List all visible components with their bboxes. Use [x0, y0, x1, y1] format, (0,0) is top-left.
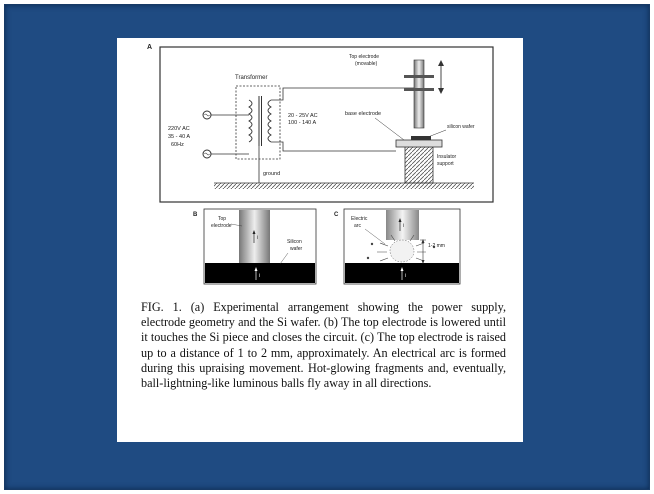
silicon-wafer-label: silicon wafer — [447, 124, 475, 130]
input-voltage-label: 220V AC — [168, 126, 190, 132]
panel-b-letter: B — [193, 212, 198, 218]
figure-caption: FIG. 1. (a) Experimental arrangement sho… — [141, 300, 506, 391]
panel-a-border — [159, 46, 494, 203]
top-electrode-label-2: (movable) — [355, 61, 378, 67]
panel-c-current-lower: i — [405, 273, 406, 279]
panel-b-wafer — [205, 263, 315, 283]
panel-c-top-electrode — [386, 210, 419, 240]
electric-arc — [389, 239, 415, 263]
panel-b-top-electrode — [239, 210, 270, 263]
luminous-ball — [432, 245, 436, 249]
panel-b-silicon-label-2: wafer — [290, 246, 303, 252]
panel-b-top-label-2: electrode — [211, 223, 232, 229]
panel-c-gap-label: 1-2 mm — [428, 243, 445, 249]
top-electrode-label-1: Top electrode — [349, 54, 379, 60]
silicon-wafer — [411, 136, 431, 140]
panel-b-current-upper: i — [257, 235, 258, 241]
output-current-label: 100 - 140 A — [288, 120, 316, 126]
panel-b-silicon-label-1: Silicon — [287, 239, 302, 245]
panel-c-arc-label-1: Electric — [351, 216, 368, 222]
secondary-coil — [267, 99, 272, 143]
panel-a-letter: A — [147, 44, 152, 51]
transformer-box — [235, 85, 281, 160]
electrode-clamp — [404, 75, 434, 78]
luminous-ball — [370, 242, 374, 246]
panel-c-arc-label-2: arc — [354, 223, 361, 229]
ground-hatch — [214, 183, 474, 189]
transformer-label: Transformer — [235, 75, 267, 81]
base-electrode-label: base electrode — [345, 111, 381, 117]
panel-a: A 220V AC 35 - 40 A 60Hz Transformer 20 … — [147, 44, 494, 203]
insulator-support — [404, 146, 434, 184]
luminous-ball — [366, 256, 370, 260]
panel-b-current-lower: i — [259, 273, 260, 279]
insulator-label-1: Insulator — [437, 154, 457, 160]
input-current-label: 35 - 40 A — [168, 134, 190, 140]
panel-b-top-label-1: Top — [218, 216, 226, 222]
input-frequency-label: 60Hz — [171, 142, 184, 148]
base-electrode — [395, 139, 443, 148]
panel-c: C Electric arc 1-2 mm i i — [334, 208, 461, 285]
top-electrode-rod — [413, 59, 425, 129]
electrode-clamp — [404, 88, 434, 91]
insulator-label-2: support — [437, 161, 454, 167]
panel-c-letter: C — [334, 212, 339, 218]
output-voltage-label: 20 - 25V AC — [288, 113, 318, 119]
panel-c-current-upper: i — [403, 223, 404, 229]
primary-coil — [248, 99, 253, 143]
ground-label: ground — [263, 171, 280, 177]
panel-b: B Top electrode Silicon wafer i i — [193, 208, 317, 285]
